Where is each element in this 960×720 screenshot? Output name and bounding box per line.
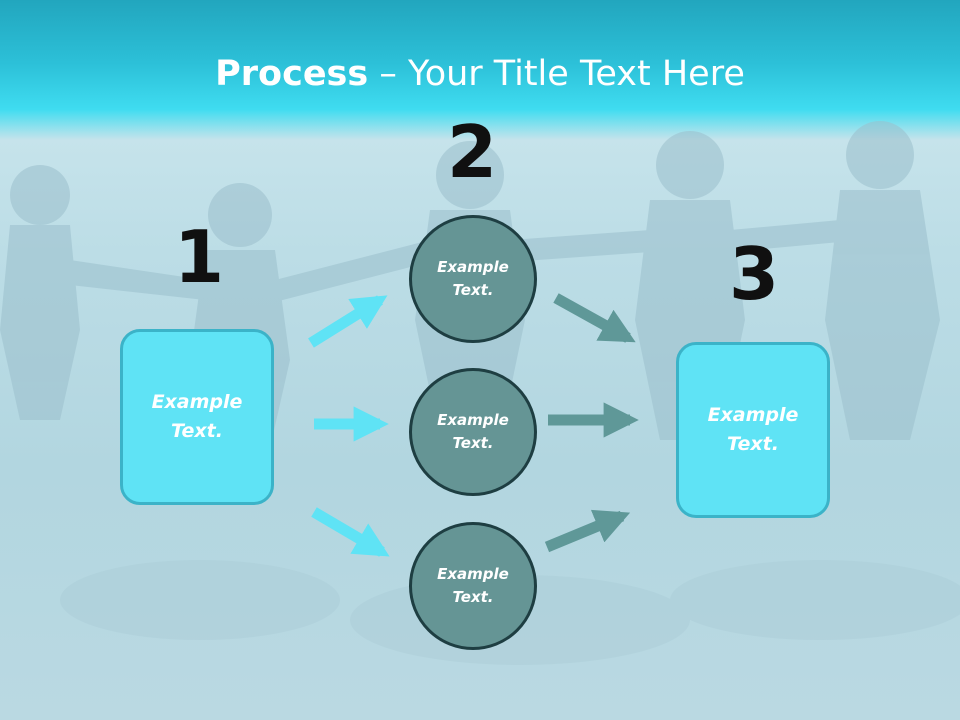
step-number-1: 1 <box>173 215 225 299</box>
step-number-3: 3 <box>728 232 780 316</box>
title-rest: – Your Title Text Here <box>368 54 745 94</box>
circle-top-text-line2: Text. <box>452 281 494 299</box>
circle-middle-text-line2: Text. <box>452 434 494 452</box>
circle-bottom-text-line2: Text. <box>452 588 494 606</box>
step-1-text-line2: Text. <box>171 420 223 442</box>
slide-title: Process – Your Title Text Here <box>0 52 960 96</box>
circle-top-text-line1: Example <box>437 258 509 276</box>
step-number-2: 2 <box>446 110 498 194</box>
circle-middle-text-line1: Example <box>437 411 509 429</box>
arrow-circle-top-to-box3 <box>553 293 636 343</box>
step-1-text-line1: Example <box>151 391 243 413</box>
title-banner <box>0 0 960 140</box>
step-3-text-line1: Example <box>707 404 799 426</box>
title-bold: Process <box>215 54 369 94</box>
arrow-box1-to-circle-top <box>308 295 388 348</box>
arrow-circle-bottom-to-box3 <box>544 509 631 553</box>
arrow-box1-to-circle-bottom <box>311 507 390 557</box>
step-3-text-line2: Text. <box>727 433 779 455</box>
circle-bottom-text-line1: Example <box>437 565 509 583</box>
